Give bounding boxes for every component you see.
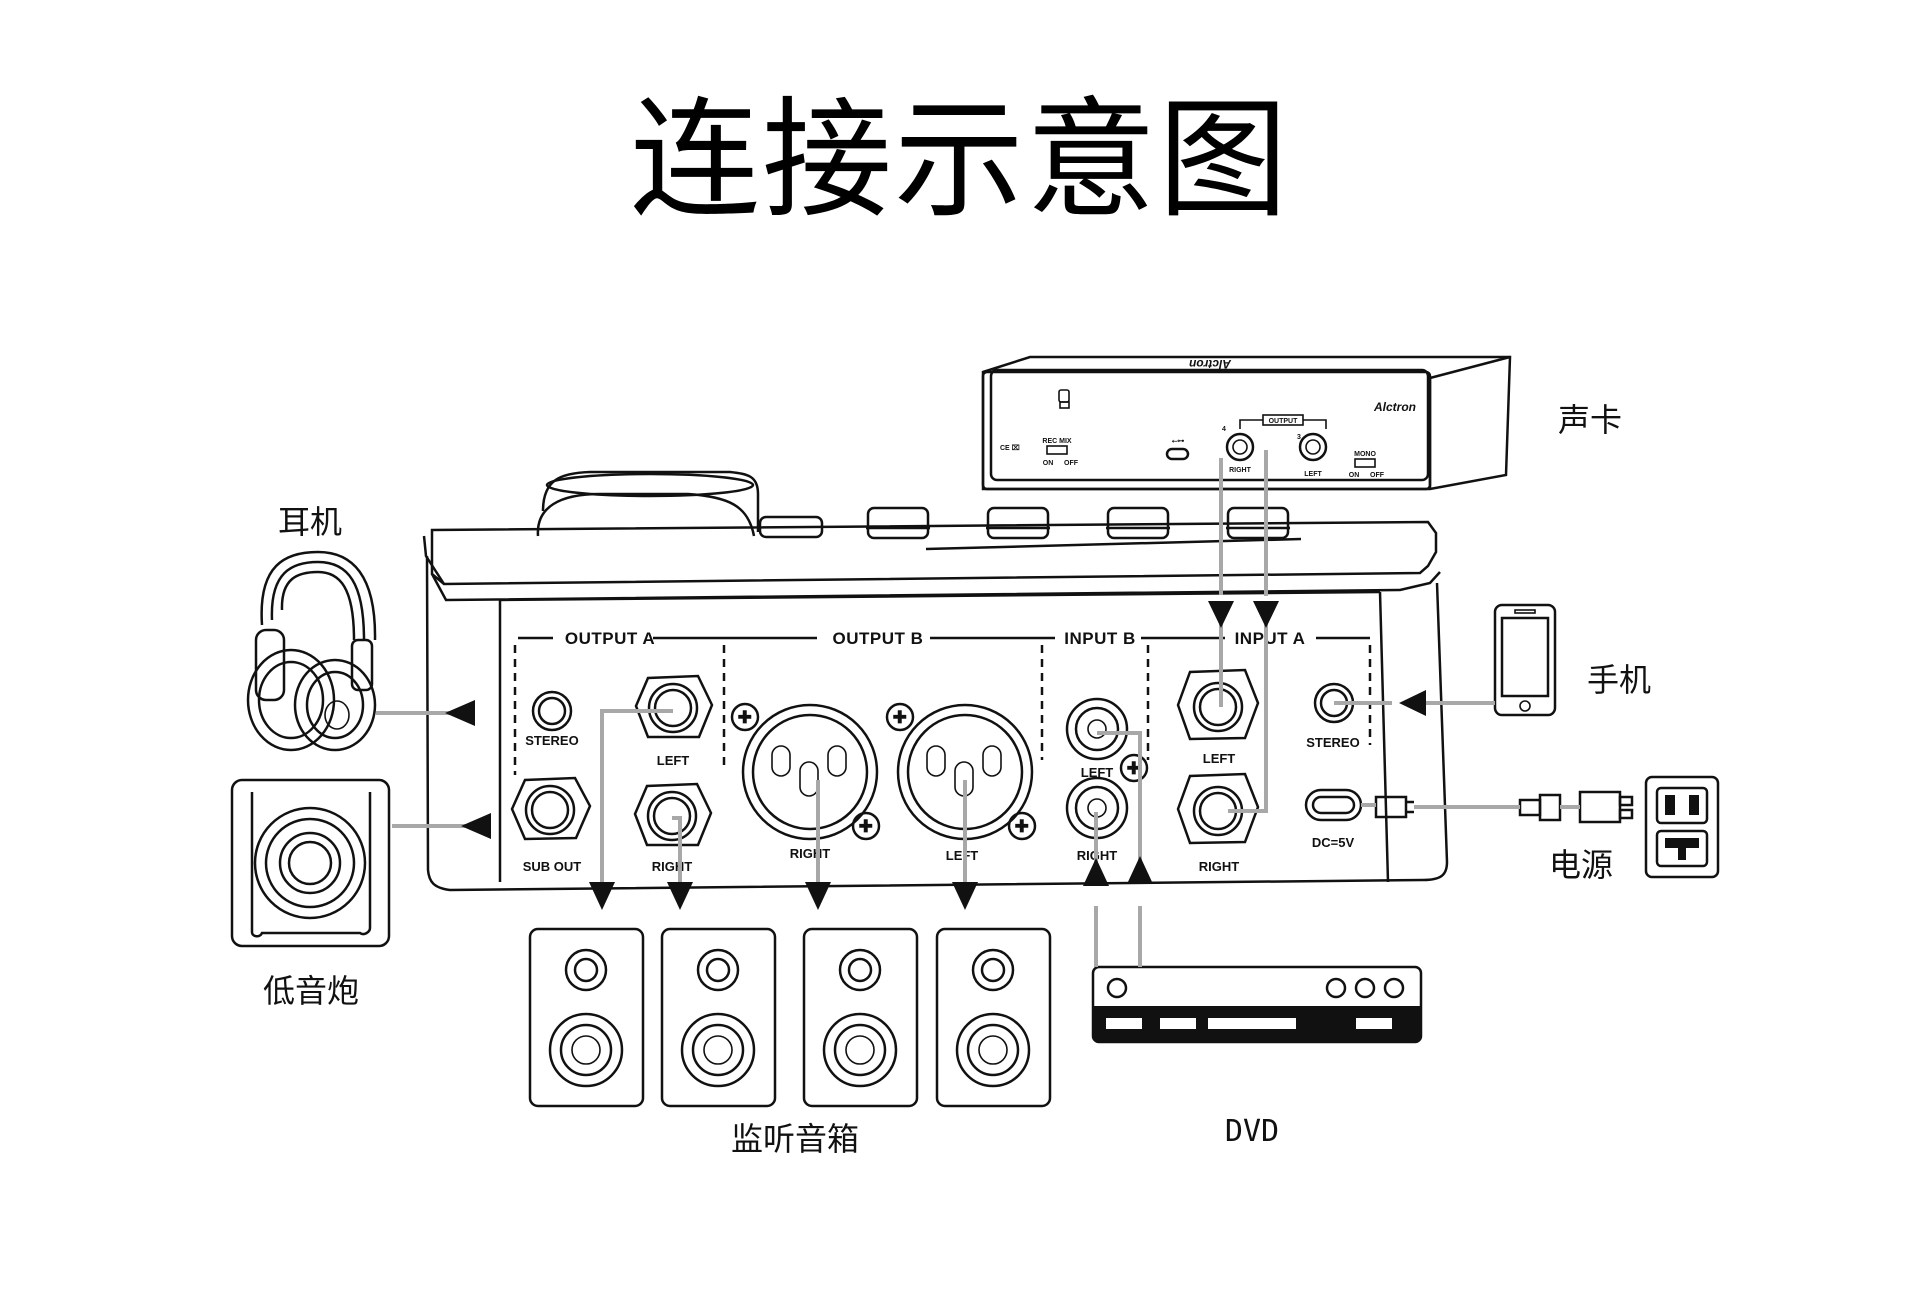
svg-text:STEREO: STEREO bbox=[525, 733, 578, 748]
svg-text:LEFT: LEFT bbox=[946, 848, 979, 863]
svg-text:✚: ✚ bbox=[738, 708, 753, 727]
section-input-a: INPUT A bbox=[1235, 629, 1306, 648]
section-output-b: OUTPUT B bbox=[833, 629, 924, 648]
arrow-up-rca-left bbox=[1127, 856, 1153, 884]
subwoofer-icon bbox=[230, 778, 391, 948]
svg-text:SUB OUT: SUB OUT bbox=[523, 859, 582, 874]
cable-power bbox=[1361, 803, 1520, 809]
arrow-up-rca-right bbox=[1083, 858, 1109, 886]
svg-text:ON: ON bbox=[1349, 472, 1360, 479]
rec-mix-label: REC MIX bbox=[1042, 438, 1072, 445]
dvd-player-icon bbox=[1091, 965, 1423, 1044]
svg-text:LEFT: LEFT bbox=[1081, 765, 1114, 780]
mono-switch[interactable] bbox=[1354, 458, 1376, 468]
monitor-speaker-2 bbox=[660, 927, 777, 1108]
svg-text:✚: ✚ bbox=[859, 817, 874, 836]
cable-out-a-left bbox=[600, 709, 673, 887]
section-input-b: INPUT B bbox=[1064, 629, 1136, 648]
monitor-speaker-3 bbox=[802, 927, 919, 1108]
sound-card-label: 声卡 bbox=[1558, 401, 1622, 439]
svg-text:RIGHT: RIGHT bbox=[652, 859, 693, 874]
signal-arrows bbox=[445, 601, 1426, 910]
xlr-output-right[interactable]: ✚ ✚ RIGHT bbox=[730, 702, 881, 861]
jack-input-a-left[interactable]: LEFT bbox=[1176, 668, 1260, 766]
xlr-output-left[interactable]: ✚ ✚ LEFT bbox=[885, 702, 1037, 863]
phone-icon bbox=[1493, 603, 1557, 717]
usb-icon: ⭠⊶ bbox=[1172, 438, 1185, 445]
svg-text:RIGHT: RIGHT bbox=[790, 846, 831, 861]
svg-text:LEFT: LEFT bbox=[657, 753, 690, 768]
jack-output-a-right[interactable]: RIGHT bbox=[633, 782, 713, 874]
jack-stereo-out[interactable]: STEREO bbox=[525, 690, 579, 748]
arrow-left-headphones bbox=[445, 700, 475, 726]
svg-text:RIGHT: RIGHT bbox=[1199, 859, 1240, 874]
svg-text:OFF: OFF bbox=[1064, 460, 1079, 467]
svg-text:DC=5V: DC=5V bbox=[1312, 835, 1355, 850]
svg-text:3: 3 bbox=[1297, 434, 1301, 441]
phone-label: 手机 bbox=[1587, 661, 1651, 699]
arrow-left-subwoofer bbox=[461, 813, 491, 839]
svg-text:RIGHT: RIGHT bbox=[1229, 467, 1252, 474]
rec-mix-switch[interactable] bbox=[1046, 445, 1068, 455]
sound-card: Alctron Alctron CE ⌧ REC MIX ON OFF ⭠⊶ O… bbox=[981, 355, 1512, 491]
monitor-speaker-4 bbox=[935, 927, 1052, 1108]
output-label: OUTPUT bbox=[1269, 418, 1299, 425]
svg-text:LEFT: LEFT bbox=[1304, 471, 1322, 478]
jack-sub-out[interactable]: SUB OUT bbox=[510, 776, 592, 874]
power-outlet-icon bbox=[1644, 775, 1720, 879]
arrow-down-speaker-3 bbox=[805, 882, 831, 910]
rca-input-left[interactable]: LEFT bbox=[1065, 697, 1129, 780]
ce-mark-icon: CE ⌧ bbox=[1000, 444, 1020, 452]
mixer-body bbox=[422, 470, 1449, 892]
sound-card-brand: Alctron bbox=[1373, 400, 1416, 414]
svg-text:4: 4 bbox=[1222, 426, 1226, 433]
mono-label: MONO bbox=[1354, 451, 1376, 458]
diagram-title: 连接示意图 bbox=[630, 84, 1290, 236]
monitor-speakers-label: 监听音箱 bbox=[731, 1120, 859, 1158]
cable-dvd-left bbox=[1097, 731, 1142, 967]
svg-text:✚: ✚ bbox=[1015, 817, 1030, 836]
headphones-icon bbox=[246, 550, 377, 752]
jack-output-a-left[interactable]: LEFT bbox=[634, 674, 714, 768]
power-label: 电源 bbox=[1549, 846, 1613, 884]
dc-power-port[interactable]: DC=5V bbox=[1304, 788, 1363, 850]
svg-text:LEFT: LEFT bbox=[1203, 751, 1236, 766]
arrow-down-speaker-4 bbox=[952, 882, 978, 910]
svg-text:✚: ✚ bbox=[893, 708, 908, 727]
arrow-down-speaker-1 bbox=[589, 882, 615, 910]
cable-soundcard-left bbox=[1228, 450, 1268, 813]
dvd-label: DVD bbox=[1225, 1114, 1279, 1149]
usb-c-port[interactable] bbox=[1165, 447, 1190, 461]
monitor-speaker-1 bbox=[528, 927, 645, 1108]
arrow-left-phone bbox=[1399, 690, 1426, 716]
sound-card-right-jack[interactable] bbox=[1225, 432, 1255, 462]
jack-input-a-right[interactable]: RIGHT bbox=[1176, 772, 1260, 874]
svg-text:✚: ✚ bbox=[1127, 759, 1142, 778]
arrow-down-input-a-left bbox=[1208, 601, 1234, 628]
arrow-down-input-a-right bbox=[1253, 601, 1279, 628]
svg-text:STEREO: STEREO bbox=[1306, 735, 1359, 750]
subwoofer-label: 低音炮 bbox=[263, 972, 359, 1010]
sound-card-brand-top: Alctron bbox=[1189, 357, 1232, 371]
sound-card-left-jack[interactable] bbox=[1298, 432, 1328, 462]
svg-text:ON: ON bbox=[1043, 460, 1054, 467]
arrow-down-speaker-2 bbox=[667, 882, 693, 910]
headphones-label: 耳机 bbox=[278, 503, 342, 541]
lock-icon bbox=[1058, 389, 1070, 403]
svg-text:OFF: OFF bbox=[1370, 472, 1385, 479]
cables bbox=[376, 450, 1580, 967]
jack-stereo-in[interactable]: STEREO bbox=[1306, 682, 1360, 750]
panel-sections: OUTPUT A OUTPUT B INPUT B INPUT A bbox=[513, 629, 1372, 775]
section-output-a: OUTPUT A bbox=[565, 629, 655, 648]
cable-out-a-right bbox=[672, 816, 682, 890]
